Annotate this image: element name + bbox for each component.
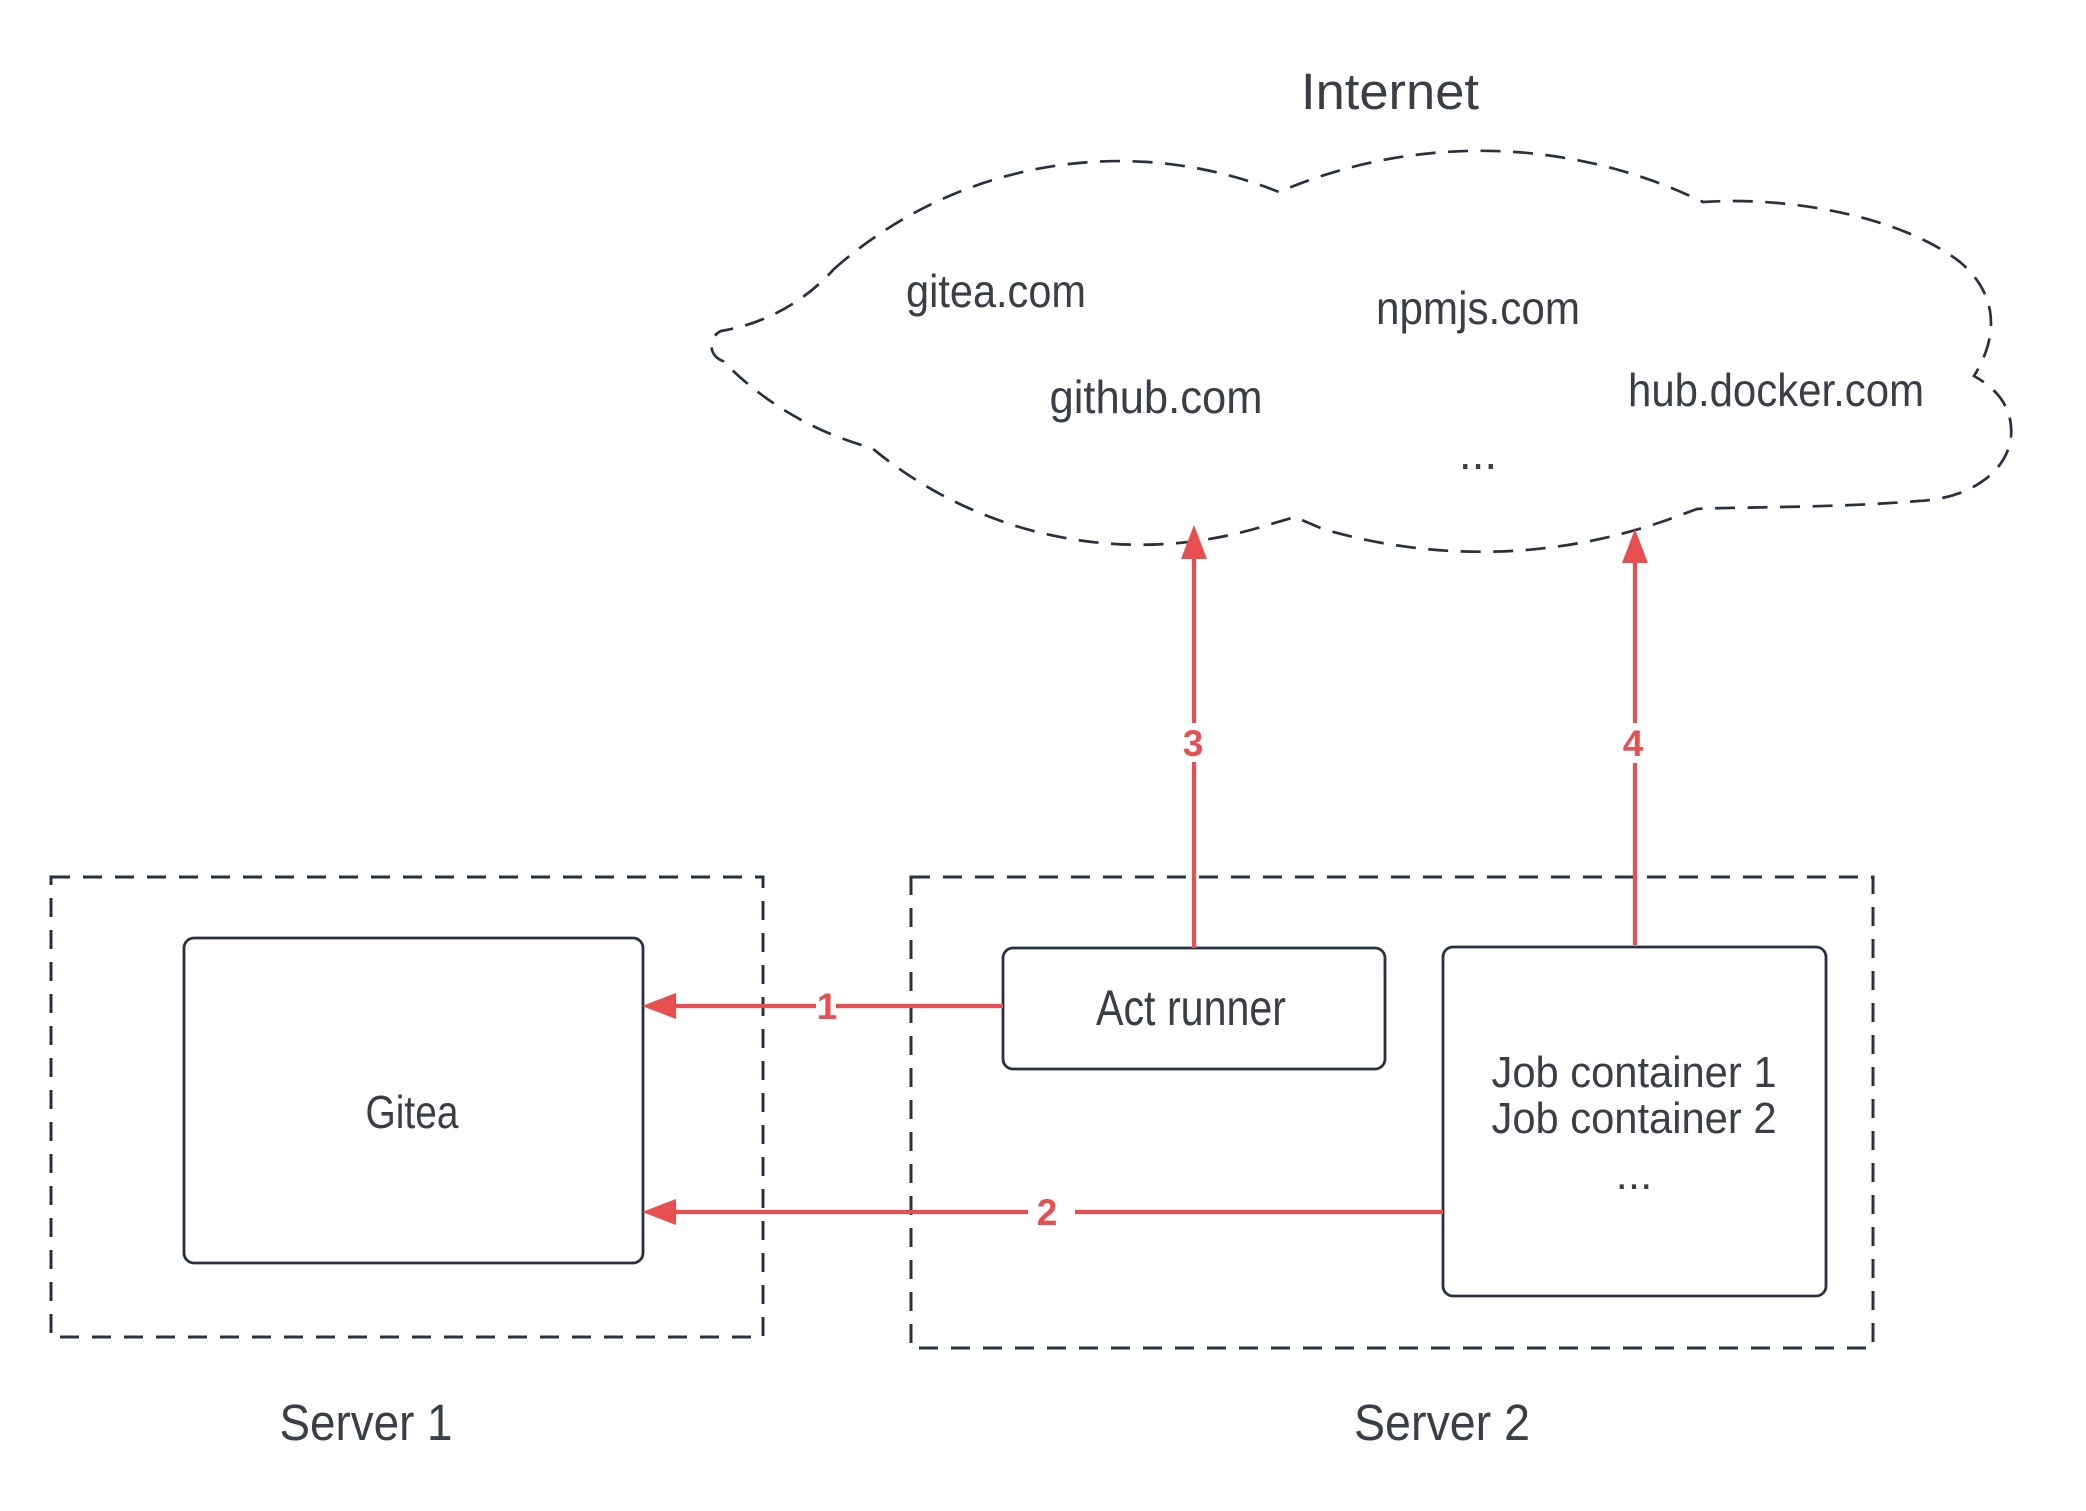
act-runner-box-label: Act runner (1096, 980, 1286, 1036)
arrow-4-label: 4 (1623, 723, 1644, 764)
gitea-box-label: Gitea (366, 1086, 459, 1138)
server2-boundary (909, 875, 1875, 1350)
arrow-3-act-runner-to-internet: 3 (1181, 525, 1207, 948)
job-container-line1: Job container 1 (1492, 1048, 1777, 1097)
arrow-4-head-icon (1622, 529, 1648, 563)
cloud-site-hub-docker-com: hub.docker.com (1628, 364, 1924, 416)
arrow-3-label: 3 (1183, 723, 1204, 764)
cloud-site-github-com: github.com (1050, 371, 1263, 423)
cloud-site-gitea-com: gitea.com (906, 265, 1086, 317)
internet-title: Internet (1301, 63, 1479, 120)
arrow-2-job-containers-to-gitea: 2 (642, 1192, 1443, 1233)
job-container-line3: ... (1616, 1150, 1653, 1199)
arrow-2-head-icon (642, 1199, 676, 1225)
server2-label: Server 2 (1354, 1394, 1530, 1451)
job-container-box (1441, 945, 1828, 1298)
arrow-1-act-runner-to-gitea: 1 (642, 986, 1003, 1027)
gitea-box (182, 936, 645, 1265)
arrow-2-label: 2 (1037, 1192, 1058, 1233)
server1-boundary (49, 875, 765, 1339)
cloud-site-npmjs-com: npmjs.com (1376, 282, 1580, 334)
job-container-line2: Job container 2 (1492, 1094, 1777, 1143)
internet-cloud-outline (710, 149, 2013, 554)
arrow-1-label: 1 (817, 986, 838, 1027)
arrow-3-head-icon (1181, 525, 1207, 559)
arrow-1-head-icon (642, 993, 676, 1019)
server1-label: Server 1 (280, 1394, 453, 1451)
arrow-4-job-containers-to-internet: 4 (1622, 529, 1648, 945)
cloud-site-ellipsis: ... (1459, 427, 1497, 479)
